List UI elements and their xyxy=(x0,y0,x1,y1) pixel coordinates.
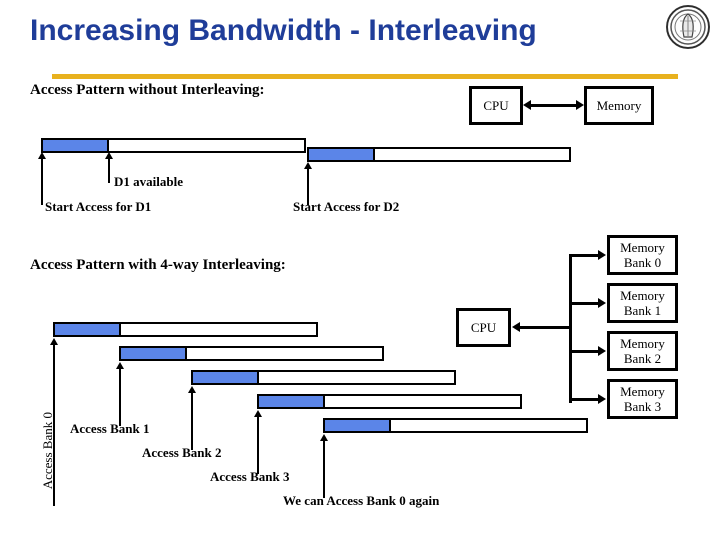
bus-to-bank-0-line xyxy=(569,254,599,257)
start-d1-tick-line xyxy=(41,158,43,205)
bus-to-bank-2-arrow-right-icon xyxy=(598,346,606,356)
d1-available-tick-line xyxy=(108,158,110,183)
interleaved-bar-bank2-busy-fill xyxy=(193,372,259,383)
interleaved-bar-bank1 xyxy=(119,346,384,361)
start-d1-arrow-up-icon xyxy=(38,152,46,159)
caption-access-bank-0-again: We can Access Bank 0 again xyxy=(283,493,440,508)
memory-bank-2-line2: Bank 2 xyxy=(623,351,662,366)
start-d2-arrow-up-icon xyxy=(304,162,312,169)
cpu-memory-bus-line xyxy=(528,104,580,107)
cpu-box-without-interleaving: CPU xyxy=(469,86,523,125)
cpu-memory-arrow-right-icon xyxy=(576,100,584,110)
memory-bank-1: Memory Bank 1 xyxy=(607,283,678,323)
access-bank-0-arrow-up-icon xyxy=(50,338,58,345)
heading-access-without-interleaving: Access Pattern without Interleaving: xyxy=(30,82,265,98)
access-bank-0-again-tick-line xyxy=(323,440,325,498)
caption-start-access-d1: Start Access for D1 xyxy=(45,199,152,214)
memory-bank-3-line2: Bank 3 xyxy=(623,399,662,414)
page-title: Increasing Bandwidth - Interleaving xyxy=(30,14,537,47)
memory-bank-0-line1: Memory xyxy=(620,240,665,255)
caption-access-bank-3: Access Bank 3 xyxy=(210,469,290,484)
memory-box: Memory xyxy=(584,86,654,125)
memory-bank-1-line2: Bank 1 xyxy=(623,303,662,318)
d1-available-arrow-up-icon xyxy=(105,152,113,159)
access-bank-2-tick-line xyxy=(191,392,193,450)
bus-to-cpu-arrow-left-icon xyxy=(512,322,520,332)
cpu-box-with-interleaving: CPU xyxy=(456,308,511,347)
access-bank-3-arrow-up-icon xyxy=(254,410,262,417)
access-bank-1-arrow-up-icon xyxy=(116,362,124,369)
heading-access-with-interleaving: Access Pattern with 4-way Interleaving: xyxy=(30,257,286,273)
interleaved-bar-bank0 xyxy=(53,322,318,337)
interleaved-bar-bank0-busy-fill xyxy=(55,324,121,335)
interleaved-bar-bank2 xyxy=(191,370,456,385)
cpu-box-label-2: CPU xyxy=(470,320,497,335)
bus-to-cpu-line xyxy=(519,326,570,329)
memory-bus-spine xyxy=(569,255,572,403)
interleaved-bar-bank1-busy-fill xyxy=(121,348,187,359)
bus-to-bank-1-arrow-right-icon xyxy=(598,298,606,308)
access-bank-2-arrow-up-icon xyxy=(188,386,196,393)
interleaved-bar-bank0-again-busy-fill xyxy=(325,420,391,431)
bus-to-bank-1-line xyxy=(569,302,599,305)
memory-bank-3-line1: Memory xyxy=(620,384,665,399)
interleaved-bar-bank3-busy-fill xyxy=(259,396,325,407)
bus-to-bank-2-line xyxy=(569,350,599,353)
memory-bank-2-line1: Memory xyxy=(620,336,665,351)
memory-box-label: Memory xyxy=(596,98,642,113)
bus-to-bank-3-arrow-right-icon xyxy=(598,394,606,404)
access-d1-busy-fill xyxy=(43,140,109,151)
caption-access-bank-1: Access Bank 1 xyxy=(70,421,150,436)
access-bank-1-tick-line xyxy=(119,368,121,426)
bus-to-bank-0-arrow-right-icon xyxy=(598,250,606,260)
access-bank-0-again-arrow-up-icon xyxy=(320,434,328,441)
interleaved-bar-bank3 xyxy=(257,394,522,409)
interleaved-bar-bank0-again xyxy=(323,418,588,433)
gold-divider-rule xyxy=(52,74,678,79)
cpu-memory-arrow-left-icon xyxy=(523,100,531,110)
access-d2-busy-fill xyxy=(309,149,375,160)
access-bank-0-tick-line xyxy=(53,344,55,506)
access-d2-bar xyxy=(307,147,571,162)
start-d2-tick-line xyxy=(307,168,309,205)
memory-bank-0-line2: Bank 0 xyxy=(623,255,662,270)
caption-start-access-d2: Start Access for D2 xyxy=(293,199,400,214)
access-bank-3-tick-line xyxy=(257,416,259,474)
cpu-box-label: CPU xyxy=(483,98,509,113)
memory-bank-2: Memory Bank 2 xyxy=(607,331,678,371)
memory-bank-3: Memory Bank 3 xyxy=(607,379,678,419)
bus-to-bank-3-line xyxy=(569,398,599,401)
memory-bank-1-line1: Memory xyxy=(620,288,665,303)
access-d1-bar xyxy=(41,138,306,153)
caption-d1-available: D1 available xyxy=(114,174,183,189)
caption-access-bank-0: Access Bank 0 xyxy=(40,412,55,490)
university-seal-logo xyxy=(665,4,711,50)
caption-access-bank-2: Access Bank 2 xyxy=(142,445,222,460)
memory-bank-0: Memory Bank 0 xyxy=(607,235,678,275)
